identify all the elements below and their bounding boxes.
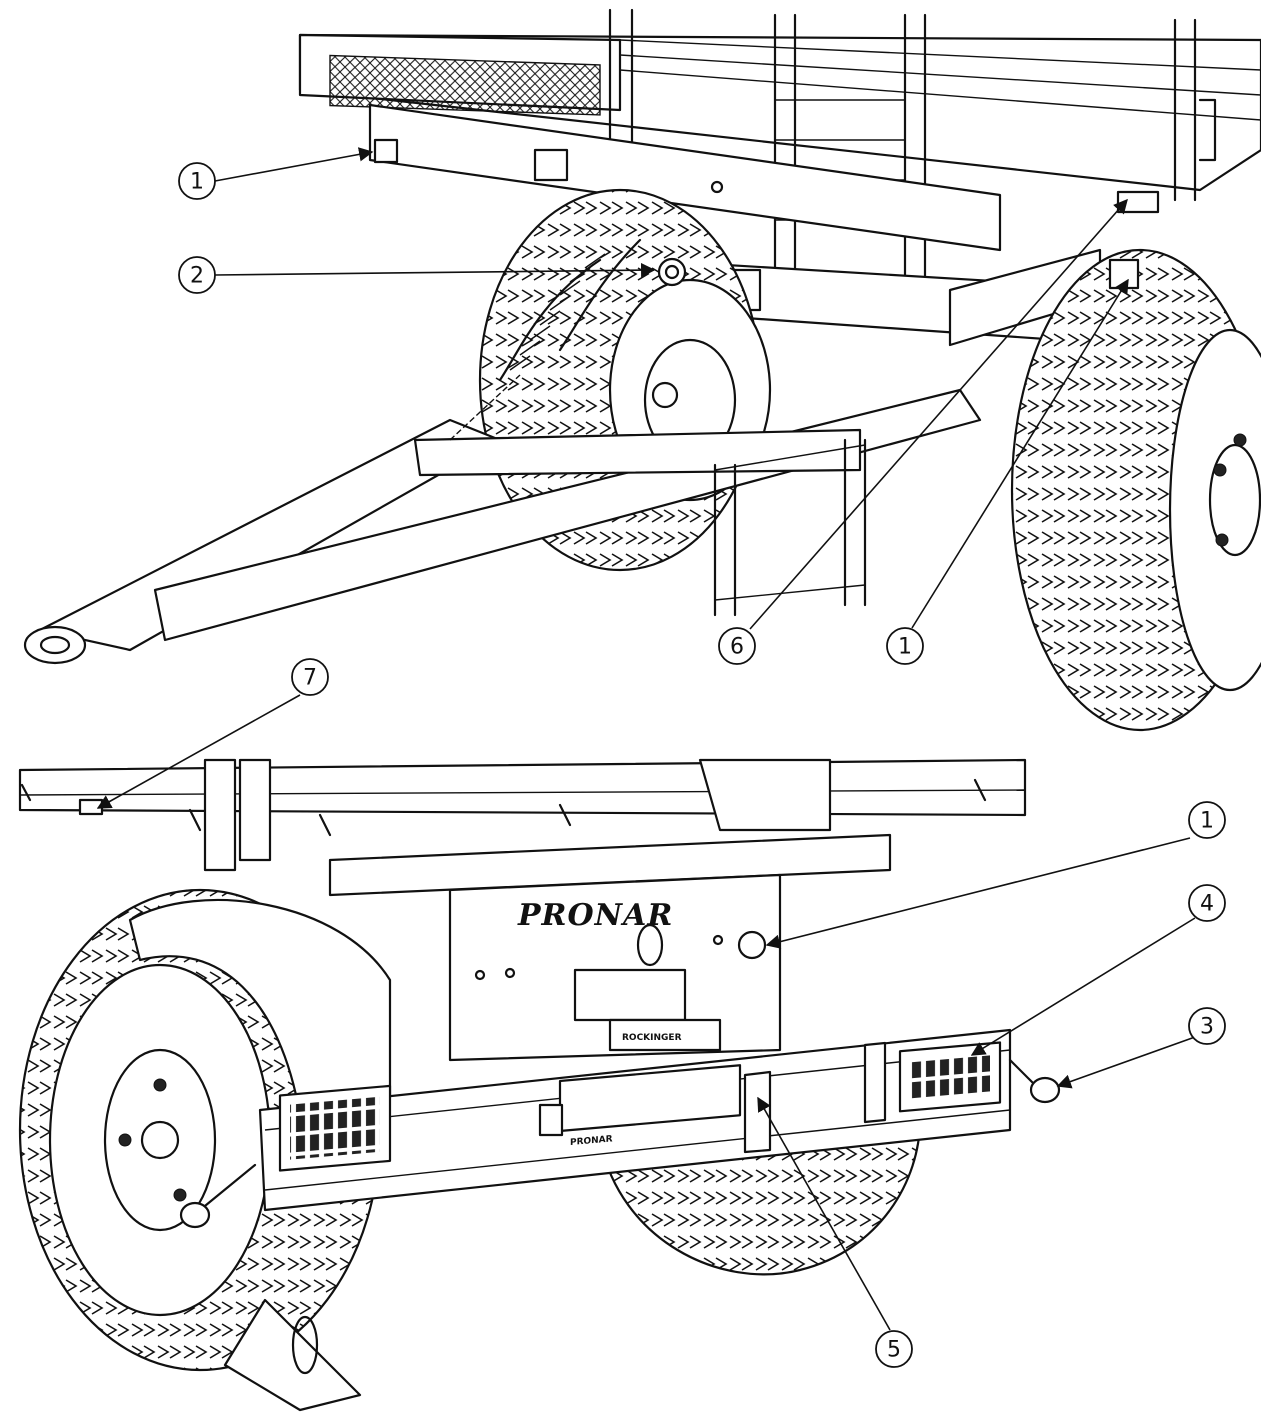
svg-text:5: 5 (887, 1338, 901, 1363)
svg-text:3: 3 (1200, 1015, 1214, 1040)
socket-rear (737, 930, 767, 960)
rear-marker-light-3 (1029, 1076, 1061, 1104)
cylinder-tube (328, 833, 892, 897)
wheel-front-right (1010, 248, 1261, 732)
callout-1-front-left[interactable]: 1 (178, 162, 216, 200)
svg-text:1: 1 (898, 635, 912, 660)
callout-5[interactable]: 5 (875, 1330, 913, 1368)
callout-1-front-right[interactable]: 1 (886, 627, 924, 665)
svg-text:4: 4 (1200, 892, 1214, 917)
bracket-6 (1116, 190, 1160, 214)
callout-6[interactable]: 6 (718, 627, 756, 665)
svg-text:7: 7 (303, 666, 317, 691)
wheel-chock (223, 1298, 362, 1412)
callout-2[interactable]: 2 (178, 256, 216, 294)
svg-text:2: 2 (190, 264, 204, 289)
callout-1-rear[interactable]: 1 (1188, 801, 1226, 839)
marker-light-front-left (373, 138, 399, 164)
rear-view: PRONAR ROCKINGER (18, 758, 1061, 1412)
callout-3[interactable]: 3 (1188, 1007, 1226, 1045)
springs (498, 238, 642, 382)
marker-light-front-right (1108, 258, 1140, 290)
side-marker-arm-right (1008, 1058, 1037, 1087)
svg-text:1: 1 (1200, 809, 1214, 834)
rear-hitch: ROCKINGER (573, 923, 722, 1052)
callout-4[interactable]: 4 (1188, 884, 1226, 922)
rockinger-label: ROCKINGER (622, 1033, 682, 1043)
callout-leaders (96, 147, 1196, 1331)
step-ladder (713, 438, 867, 617)
svg-text:6: 6 (730, 635, 744, 660)
plate-brand-label: PRONAR (570, 1134, 613, 1148)
front-view (23, 8, 1261, 732)
svg-text:1: 1 (190, 170, 204, 195)
cargo-body-rear (18, 758, 1027, 872)
callout-7[interactable]: 7 (291, 658, 329, 696)
side-marker-arm-left (198, 1163, 257, 1212)
rear-bumper: PRONAR (258, 1028, 1012, 1212)
socket-2 (657, 257, 687, 287)
cargo-body-front (298, 8, 1261, 292)
